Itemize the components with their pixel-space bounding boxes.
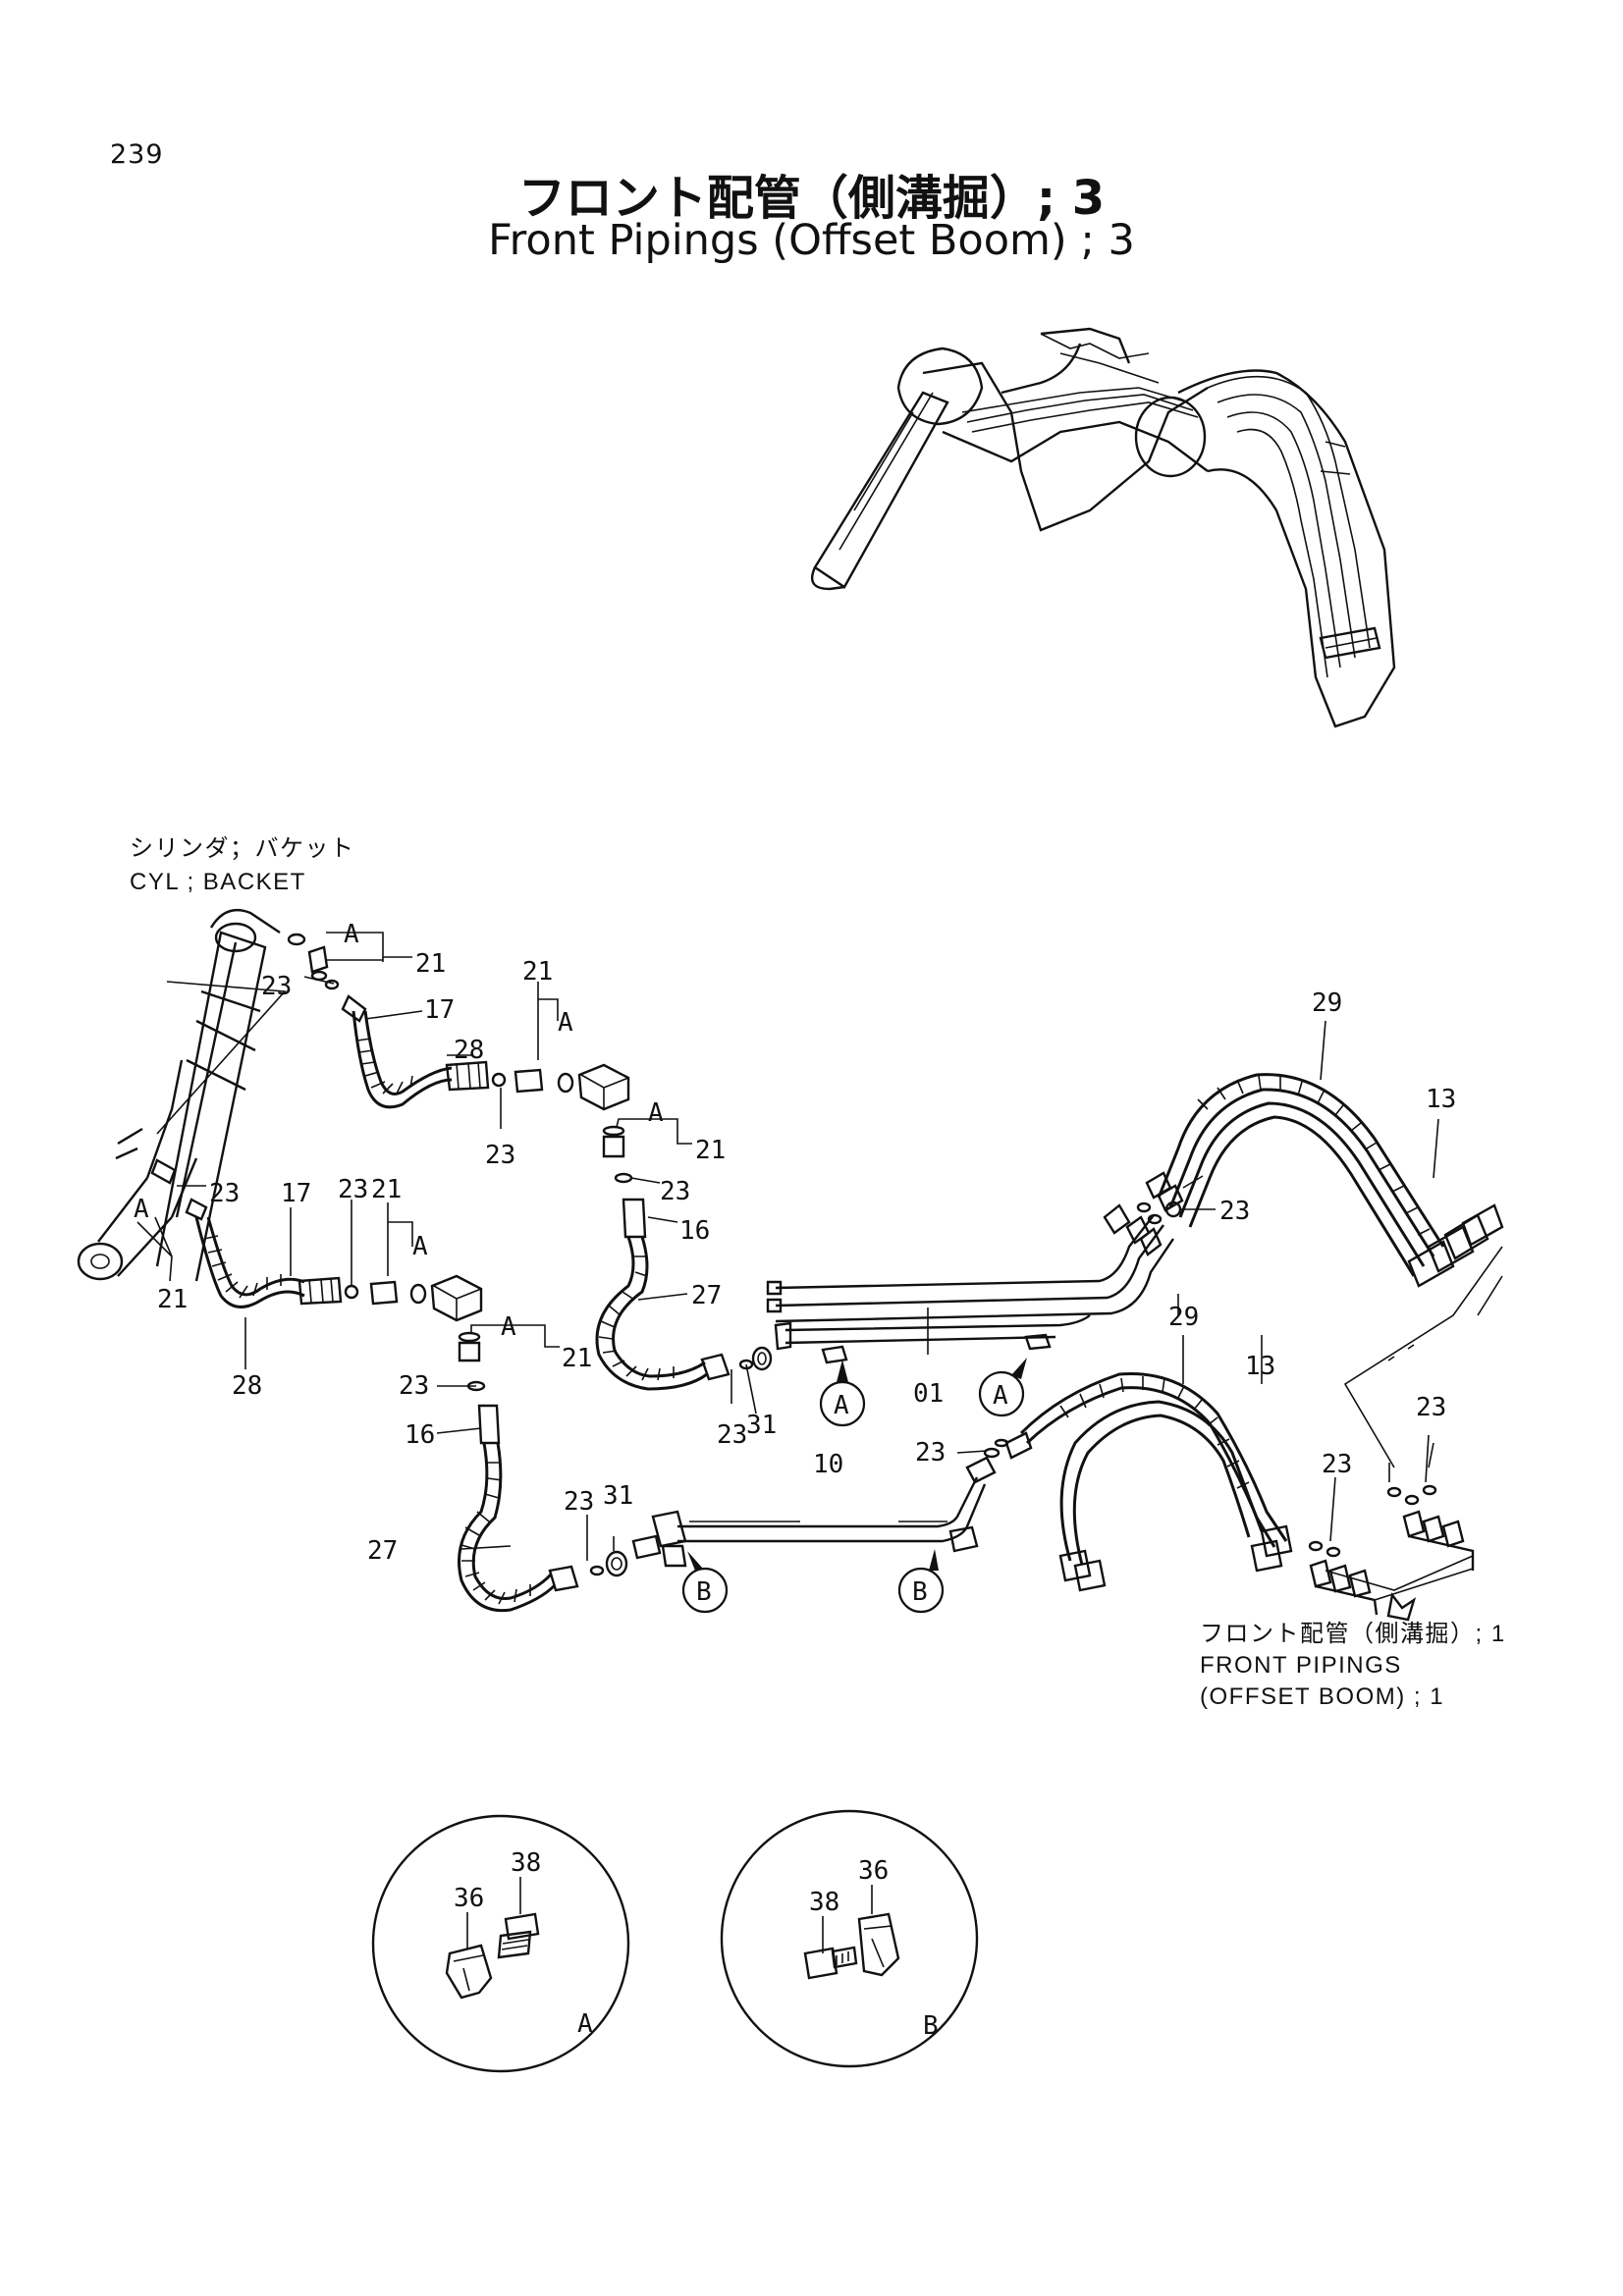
hose-27-lower: [458, 1404, 628, 1613]
pipe-10: [631, 1438, 1009, 1568]
callout-27-2: 27: [367, 1536, 398, 1566]
callout-13-2: 13: [1245, 1352, 1275, 1381]
callout-21-4: 21: [371, 1175, 402, 1204]
callout-23-11: 23: [1322, 1450, 1352, 1479]
ref-caption-en-1: FRONT PIPINGS: [1200, 1652, 1402, 1679]
detail-b-label: B: [923, 2011, 939, 2041]
callout-labels: A 21 23 17 28 21 A 23 A 21 23 16 27 23 1…: [134, 920, 1456, 1566]
detail-a-callout-38: 38: [511, 1848, 541, 1878]
clamp-36-b: [857, 1912, 900, 1977]
callout-23-3: 23: [660, 1177, 690, 1206]
overview-illustration: [810, 327, 1396, 728]
callout-23-5: 23: [338, 1175, 368, 1204]
marker-a-right-label: A: [993, 1381, 1008, 1411]
callout-21-6: 21: [562, 1344, 592, 1373]
callout-21-5: 21: [157, 1285, 188, 1314]
hose-29-13-lower: [1004, 1372, 1293, 1592]
hose-28-upper: [341, 994, 490, 1109]
callout-23-4: 23: [209, 1179, 240, 1208]
callout-23-9: 23: [915, 1438, 946, 1468]
clamp-36-a: [445, 1944, 493, 2000]
fittings-upper: [287, 933, 633, 1184]
hose-28-lower: [150, 1158, 486, 1392]
callout-21-3: 21: [695, 1136, 726, 1165]
detail-view-a: A 38 36: [371, 1814, 630, 2073]
page-title-japanese: フロント配管（側溝掘）; 3: [517, 171, 1106, 226]
callout-31-1: 31: [746, 1411, 777, 1440]
callout-23-6: 23: [399, 1371, 429, 1401]
page-number: 239: [110, 139, 164, 170]
section-markers: A A B B: [681, 1358, 1027, 1614]
callout-23-10: 23: [1219, 1197, 1250, 1226]
callout-a-2: A: [558, 1008, 573, 1038]
callout-29-2: 29: [1168, 1303, 1199, 1332]
callout-a-1: A: [344, 920, 359, 949]
callout-17-1: 17: [424, 995, 455, 1025]
pipe-01: [766, 1203, 1174, 1364]
callout-31-2: 31: [603, 1481, 633, 1511]
hose-27-upper: [595, 1198, 773, 1391]
marker-b-left: [681, 1567, 729, 1614]
callout-a-4: A: [412, 1232, 428, 1261]
leader-lines: [136, 932, 1439, 1561]
hose-29-13-upper: [1136, 1073, 1504, 1288]
detail-a-circle: [371, 1814, 630, 2073]
callout-21-2: 21: [522, 957, 553, 987]
callout-23-1: 23: [261, 972, 292, 1001]
cylinder-caption-jp: シリンダ；バケット: [130, 835, 355, 862]
callout-23-7: 23: [717, 1420, 747, 1450]
callout-23-12: 23: [1416, 1393, 1446, 1422]
marker-a-left-label: A: [834, 1391, 849, 1420]
page-title-english: Front Pipings (Offset Boom) ; 3: [488, 216, 1135, 265]
detail-b-circle: [720, 1809, 979, 2068]
callout-13-1: 13: [1426, 1085, 1456, 1114]
bolt-38-a-shank: [497, 1930, 532, 1959]
callout-a-3: A: [648, 1098, 664, 1128]
callout-10: 10: [813, 1450, 843, 1479]
callout-16-1: 16: [679, 1216, 710, 1246]
detail-b-callout-36: 36: [858, 1856, 889, 1886]
connector-block: [1308, 1246, 1503, 1622]
callout-28-2: 28: [232, 1371, 262, 1401]
callout-21-1: 21: [415, 949, 446, 979]
callout-a-6: A: [501, 1312, 516, 1342]
callout-23-8: 23: [564, 1487, 594, 1517]
bolt-38-a-head: [504, 1912, 540, 1941]
detail-a-label: A: [577, 2009, 593, 2039]
detail-view-b: B 36 38: [720, 1809, 979, 2068]
marker-b-right: [897, 1567, 945, 1614]
callout-23-2: 23: [485, 1141, 515, 1170]
ref-caption-jp: フロント配管（側溝掘）; 1: [1200, 1621, 1506, 1647]
bolt-38-b-shank: [831, 1946, 858, 1969]
callout-01: 01: [913, 1379, 944, 1409]
callout-a-5: A: [134, 1195, 149, 1224]
marker-b-right-label: B: [912, 1577, 928, 1607]
bucket-cylinder: [77, 908, 287, 1282]
detail-a-callout-36: 36: [454, 1884, 484, 1913]
marker-b-left-label: B: [696, 1577, 712, 1607]
callout-28-1: 28: [454, 1036, 484, 1065]
callout-17-2: 17: [281, 1179, 311, 1208]
callout-16-2: 16: [405, 1420, 435, 1450]
cylinder-caption-en: CYL ; BACKET: [130, 869, 306, 895]
bolt-38-b-head: [803, 1947, 839, 1980]
marker-a-right: [978, 1370, 1025, 1417]
ref-caption-en-2: (OFFSET BOOM) ; 1: [1200, 1683, 1445, 1710]
detail-b-callout-38: 38: [809, 1888, 839, 1917]
callout-29-1: 29: [1312, 988, 1342, 1018]
callout-27-1: 27: [691, 1281, 722, 1310]
